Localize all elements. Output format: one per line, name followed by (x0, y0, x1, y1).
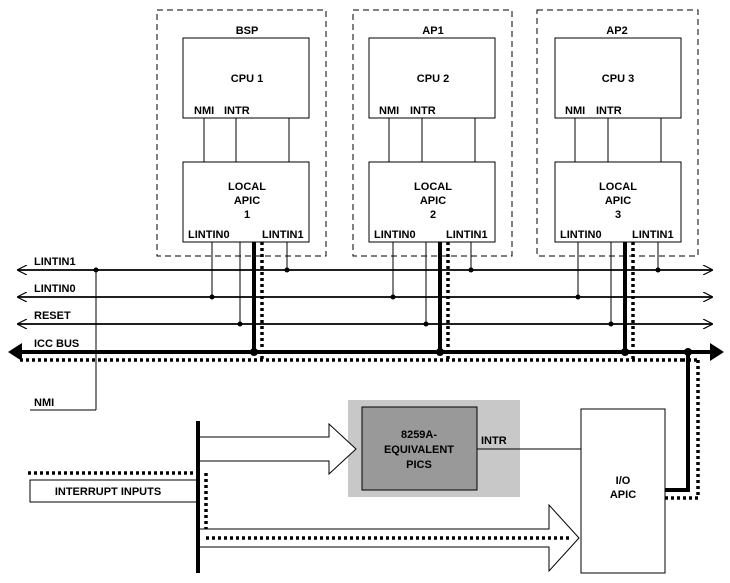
apic2-lintin0-pin: LINTIN0 (374, 229, 416, 241)
apic1-lintin1-pin: LINTIN1 (262, 229, 304, 241)
icc-bus-label: ICC BUS (34, 338, 79, 350)
pic-line2: EQUIVALENT (384, 444, 454, 456)
lintin1-bus-label: LINTIN1 (34, 256, 76, 268)
local-apic1-box (182, 161, 310, 243)
pic-intr-label: INTR (481, 435, 507, 447)
pic-line3: PICS (406, 459, 432, 471)
icc-bus-left-arrowhead (8, 343, 22, 361)
inputs-to-pic-arrow (200, 422, 357, 476)
cpu2-box (368, 37, 496, 119)
inputs-to-ioapic-arrow (200, 503, 580, 573)
cpu1-label: CPU 1 (231, 73, 263, 85)
cpu3-label: CPU 3 (602, 73, 634, 85)
local-apic3-line3: 3 (615, 209, 621, 221)
local-apic1-line3: 1 (244, 209, 250, 221)
nmi-label: NMI (34, 397, 54, 409)
io-apic-line1: I/O (616, 475, 631, 487)
local-apic1-line2: APIC (234, 195, 260, 207)
cpu1-box (182, 37, 310, 119)
processor-group-ap2: AP2 CPU 3 NMI INTR LOCAL APIC 3 LINTIN0 … (536, 9, 699, 257)
apic3-lintin0-pin: LINTIN0 (560, 229, 602, 241)
processor-group-ap1: AP1 CPU 2 NMI INTR LOCAL APIC 2 LINTIN0 … (352, 9, 513, 257)
bsp-role-label: BSP (236, 25, 259, 37)
ap1-dashed-boundary (352, 9, 513, 257)
cpu3-nmi-pin: NMI (565, 105, 585, 117)
ap2-dashed-boundary (536, 9, 699, 257)
reset-bus-label: RESET (34, 310, 71, 322)
apic2-lintin1-pin: LINTIN1 (446, 229, 488, 241)
cpu1-nmi-pin: NMI (194, 105, 214, 117)
cpu3-intr-pin: INTR (596, 105, 622, 117)
lintin0-bus-label: LINTIN0 (34, 283, 76, 295)
apic3-lintin1-pin: LINTIN1 (632, 229, 674, 241)
interrupt-inputs-label: INTERRUPT INPUTS (55, 486, 161, 498)
local-apic2-box (368, 161, 496, 243)
io-apic-box (580, 408, 666, 574)
local-apic2-line3: 2 (430, 209, 436, 221)
apic1-lintin0-pin: LINTIN0 (188, 229, 230, 241)
lintin1-bus: LINTIN1 (18, 256, 712, 270)
local-apic3-line1: LOCAL (599, 181, 637, 193)
io-apic: I/O APIC (580, 352, 700, 574)
io-apic-line2: APIC (610, 489, 636, 501)
ap1-role-label: AP1 (422, 25, 443, 37)
icc-bus-right-arrowhead (710, 343, 724, 361)
pic-8259a: 8259A- EQUIVALENT PICS INTR (348, 400, 581, 497)
local-apic3-box (554, 161, 682, 243)
icc-bus: ICC BUS (8, 338, 724, 362)
local-apic3-line2: APIC (605, 195, 631, 207)
bsp-dashed-boundary (156, 9, 327, 257)
pic-box (361, 406, 478, 491)
cpu2-nmi-pin: NMI (379, 105, 399, 117)
lintin0-bus: LINTIN0 (18, 283, 712, 297)
cpu2-intr-pin: INTR (410, 105, 436, 117)
interrupt-inputs: INTERRUPT INPUTS (28, 421, 208, 573)
local-apic2-line2: APIC (420, 195, 446, 207)
reset-bus: RESET (18, 310, 712, 324)
nmi-line: NMI (30, 267, 99, 411)
cpu2-label: CPU 2 (417, 73, 449, 85)
apic-bus-connections (209, 242, 692, 360)
local-apic1-line1: LOCAL (228, 181, 266, 193)
ap2-role-label: AP2 (606, 25, 627, 37)
cpu3-box (554, 37, 682, 119)
pic-line1: 8259A- (401, 429, 437, 441)
processor-group-bsp: BSP CPU 1 NMI INTR LOCAL APIC 1 LINTIN0 … (156, 9, 327, 257)
local-apic2-line1: LOCAL (414, 181, 452, 193)
cpu1-intr-pin: INTR (224, 105, 250, 117)
